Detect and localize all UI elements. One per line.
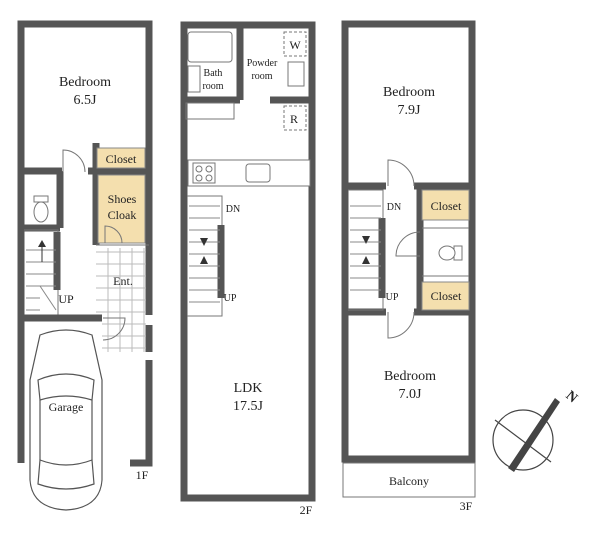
fridge-label: R [290, 112, 298, 126]
floor-1: Bedroom 6.5J Closet Shoes Cloak Ent. UP … [17, 20, 153, 511]
floor3-level-label: 3F [460, 499, 473, 513]
compass-needle-icon [508, 398, 560, 472]
ldk-label: LDK [234, 381, 263, 396]
compass-cross-line [494, 419, 552, 463]
floor1-door-swing [62, 149, 86, 173]
floor3-bedroom-a-size: 7.9J [398, 103, 422, 118]
floor3-closet-b-label: Closet [431, 289, 462, 303]
floor3-up-arrow-icon [362, 256, 370, 264]
ldk-size: 17.5J [233, 399, 264, 414]
entrance-label: Ent. [113, 274, 133, 288]
washer-box [283, 31, 307, 57]
floor1-toilet-wall [21, 171, 64, 232]
floor1-stair-arrow-icon [38, 240, 46, 247]
floor3-closet-a-label: Closet [431, 199, 462, 213]
compass: N [492, 388, 580, 472]
floor2-outer-wall [180, 21, 316, 502]
compass-north-label: N [563, 388, 580, 406]
floor1-bedroom-label: Bedroom [59, 75, 111, 90]
shoes-cloak-label-line2: Cloak [108, 208, 137, 222]
car-icon [29, 329, 103, 511]
kitchen-sink-icon [245, 163, 271, 183]
floor1-closet-box [96, 147, 146, 169]
shoes-cloak-label-line1: Shoes [108, 192, 137, 206]
floor3-toilet-icon [438, 245, 463, 261]
powder-room-label-line2: room [251, 71, 272, 82]
floor3-bedroom-b-size: 7.0J [399, 387, 423, 402]
fridge-box [283, 105, 307, 131]
floor1-shoe-door-swing [104, 225, 123, 244]
floor2-stair-frame [187, 195, 223, 317]
floor2-level-label: 2F [300, 503, 313, 517]
floor3-up-label: UP [386, 292, 399, 303]
bath-sink-icon [187, 65, 201, 93]
washer-label: W [289, 38, 301, 52]
balcony-label: Balcony [389, 474, 429, 488]
floor2-down-arrow-icon [200, 238, 208, 246]
floor2-up-label: UP [224, 293, 237, 304]
toilet-icon [33, 195, 49, 223]
floor3-down-label: DN [387, 202, 401, 213]
entrance-tile-grid [96, 248, 146, 352]
compass-circle [492, 409, 554, 471]
bathroom-label-line1: Bath [204, 68, 223, 79]
floor1-shoe-cloak-box [97, 174, 146, 244]
floor1-up-label: UP [58, 292, 74, 306]
floor2-up-arrow-icon [200, 256, 208, 264]
floor3-lower-door-swing [387, 311, 415, 339]
floor-2: Bath room Powder room W R DN UP LDK 17.5… [180, 21, 316, 517]
stove-icon [192, 162, 216, 184]
floor1-stair-treads [26, 249, 57, 311]
floor1-entrance-door-swing [102, 317, 126, 341]
powder-room-label-line1: Powder [247, 58, 278, 69]
floor2-counter-box [185, 102, 235, 120]
floor3-down-arrow-icon [362, 236, 370, 244]
floor3-stair-treads [350, 205, 381, 291]
balcony-box [342, 462, 476, 498]
floor2-stair-treads [189, 205, 220, 303]
floor3-closet-b-box [421, 281, 470, 311]
floor3-closet-a-box [421, 189, 470, 221]
floor1-closet-label: Closet [106, 152, 137, 166]
floor3-bedroom-a-label: Bedroom [383, 85, 435, 100]
floor3-upper-door-swing [387, 159, 415, 187]
floor1-bedroom-size: 6.5J [74, 93, 98, 108]
floor3-stair-frame [348, 189, 384, 311]
floor3-outer-wall [341, 20, 476, 463]
floor1-level-label: 1F [136, 468, 149, 482]
floor3-toilet-door-swing [395, 231, 421, 257]
floor2-down-label: DN [226, 204, 240, 215]
floor-3: Bedroom 7.9J Closet DN Closet UP Bedroom… [341, 20, 476, 513]
powder-sink-icon [287, 61, 305, 87]
floor3-bedroom-b-label: Bedroom [384, 369, 436, 384]
bathroom-label-line2: room [202, 81, 223, 92]
floor3-toilet-frame [422, 227, 469, 277]
garage-label: Garage [49, 400, 84, 414]
floor2-bath-wall [184, 28, 312, 104]
bathtub-icon [187, 31, 233, 63]
